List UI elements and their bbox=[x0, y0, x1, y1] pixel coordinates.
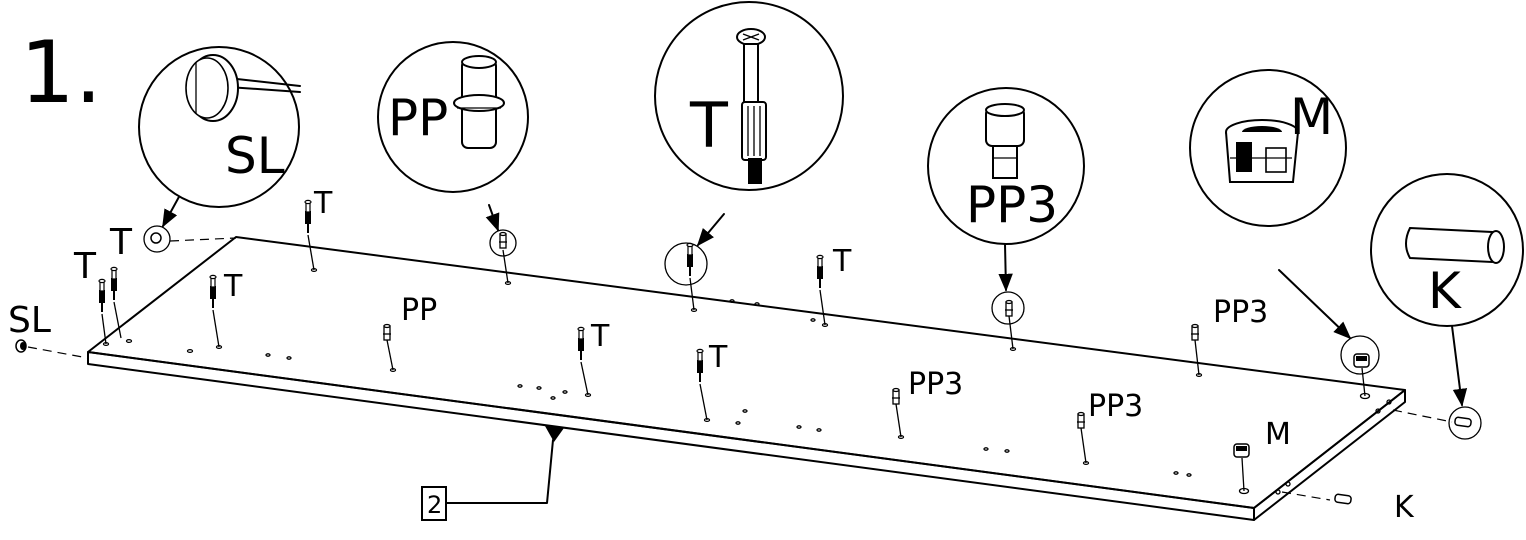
callout-t-label: T bbox=[689, 89, 729, 162]
label-pp3-a: PP3 bbox=[1213, 295, 1268, 330]
cam-bolts bbox=[98, 199, 826, 421]
callout-sl: SL bbox=[138, 46, 301, 208]
side-fittings bbox=[15, 339, 1472, 505]
callout-pp: PP bbox=[377, 41, 529, 193]
part-number: 2 bbox=[427, 491, 442, 519]
callout-pp3: PP3 bbox=[927, 87, 1085, 245]
label-pp: PP bbox=[401, 293, 437, 328]
panel-holes bbox=[102, 267, 1392, 495]
label-t-b: T bbox=[109, 222, 133, 263]
callout-pp-label: PP bbox=[388, 89, 448, 147]
label-t-c: T bbox=[223, 269, 243, 304]
label-t-e: T bbox=[590, 319, 610, 354]
label-pp3-b: PP3 bbox=[908, 367, 963, 402]
cam-locks bbox=[1233, 353, 1370, 492]
callout-k: K bbox=[1370, 173, 1524, 327]
label-sl: SL bbox=[8, 300, 51, 341]
label-t-a: T bbox=[73, 246, 97, 287]
label-m: M bbox=[1265, 417, 1291, 452]
callout-pp3-label: PP3 bbox=[966, 176, 1058, 234]
panel bbox=[87, 236, 1406, 521]
detail-markers bbox=[143, 194, 1482, 440]
callout-k-label: K bbox=[1428, 262, 1462, 320]
callout-m-label: M bbox=[1290, 88, 1333, 146]
label-k: K bbox=[1394, 490, 1415, 525]
part-number-callout: 2 bbox=[421, 426, 564, 521]
label-t-f: T bbox=[708, 340, 728, 375]
label-pp3-c: PP3 bbox=[1088, 389, 1143, 424]
callout-sl-label: SL bbox=[225, 127, 285, 185]
callout-m: M bbox=[1189, 69, 1347, 227]
label-t-d: T bbox=[313, 186, 333, 221]
label-t-g: T bbox=[832, 244, 852, 279]
callout-t: T bbox=[654, 1, 844, 191]
step-number: 1. bbox=[20, 23, 102, 123]
